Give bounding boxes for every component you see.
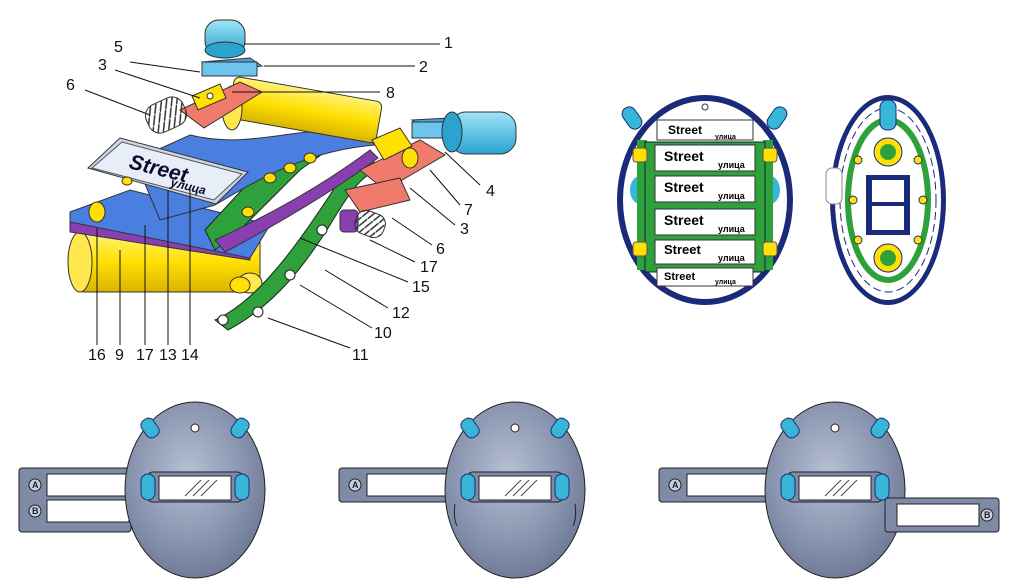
strip-1: Street улица	[656, 119, 754, 141]
rivet-row	[229, 152, 317, 294]
left-bracket	[179, 81, 264, 129]
oval-front-view: Street улица Street улица Street улица S…	[617, 95, 793, 305]
svg-text:улица: улица	[715, 279, 736, 286]
strip-4: Street улица	[654, 208, 756, 236]
oval-side-handle	[825, 167, 843, 205]
slot-b-label: B	[984, 510, 991, 520]
strip-2: Street улица	[654, 144, 756, 172]
helmet-body: A B	[18, 401, 266, 579]
callout-9: 9	[115, 347, 124, 364]
svg-text:Street: Street	[664, 271, 696, 283]
strip-stack: Street улица Street улица Street улица S…	[654, 119, 756, 287]
callout-3-right: 3	[460, 221, 469, 238]
callout-4: 4	[486, 183, 495, 200]
callout-3-left: 3	[98, 57, 107, 74]
svg-text:Street: Street	[668, 123, 702, 137]
slot-a-label: A	[352, 480, 359, 490]
strip-5: Street улица	[654, 239, 756, 265]
callout-8: 8	[386, 85, 395, 102]
callout-numbers: 1 2 8 4 7 3 6 17 15 12 10 11 5 3 6 16 9 …	[66, 35, 495, 364]
strip-6: Street улица	[656, 267, 754, 287]
callout-10: 10	[374, 325, 392, 342]
street-sign: Street улица	[87, 137, 249, 205]
callout-leaders	[84, 43, 481, 349]
helmet-state-2: A	[338, 401, 586, 579]
strip-3: Street улица	[654, 175, 756, 203]
slot-a-label: A	[672, 480, 679, 490]
slot-a-label: A	[32, 480, 39, 490]
right-spring	[354, 209, 386, 239]
right-lamp	[410, 111, 517, 155]
helmet-state-1: A B	[18, 401, 266, 579]
callout-6-right: 6	[436, 241, 445, 258]
salmon-block	[344, 177, 411, 213]
svg-text:улица: улица	[718, 224, 746, 234]
svg-text:Street: Street	[664, 179, 704, 195]
svg-text:улица: улица	[718, 191, 746, 201]
right-bracket	[359, 127, 446, 191]
helmet-body: A	[338, 401, 586, 579]
callout-12: 12	[392, 305, 410, 322]
callout-17-bottom: 17	[136, 347, 154, 364]
oval-side-top-lamp	[879, 99, 897, 131]
left-spring	[144, 96, 188, 134]
svg-text:улица: улица	[715, 134, 736, 141]
svg-text:улица: улица	[718, 160, 746, 170]
callout-15: 15	[412, 279, 430, 296]
helmet-body: A B	[658, 401, 1000, 579]
callout-5: 5	[114, 39, 123, 56]
oval-front-lamp-right	[766, 106, 788, 130]
callout-2: 2	[419, 59, 428, 76]
callout-11: 11	[352, 347, 369, 364]
oval-side-view	[825, 95, 946, 305]
mechanism-illustration: Street улица 1	[66, 19, 517, 364]
slot-b-label: B	[32, 506, 39, 516]
svg-text:Street: Street	[664, 148, 704, 164]
oval-front-lamp-left	[621, 106, 643, 130]
callout-17-right: 17	[420, 259, 438, 276]
small-roller	[88, 201, 106, 223]
svg-text:улица: улица	[718, 253, 746, 263]
callout-1: 1	[444, 35, 453, 52]
oval-side-rollers	[848, 155, 928, 245]
top-lamp	[200, 19, 264, 77]
callout-6-left: 6	[66, 77, 75, 94]
callout-14: 14	[181, 347, 199, 364]
purple-guide	[214, 149, 379, 253]
svg-text:Street: Street	[664, 242, 702, 257]
callout-7: 7	[464, 202, 473, 219]
callout-16: 16	[88, 347, 106, 364]
svg-text:Street: Street	[664, 212, 704, 228]
callout-13: 13	[159, 347, 177, 364]
helmet-state-3: A B	[658, 401, 1000, 579]
